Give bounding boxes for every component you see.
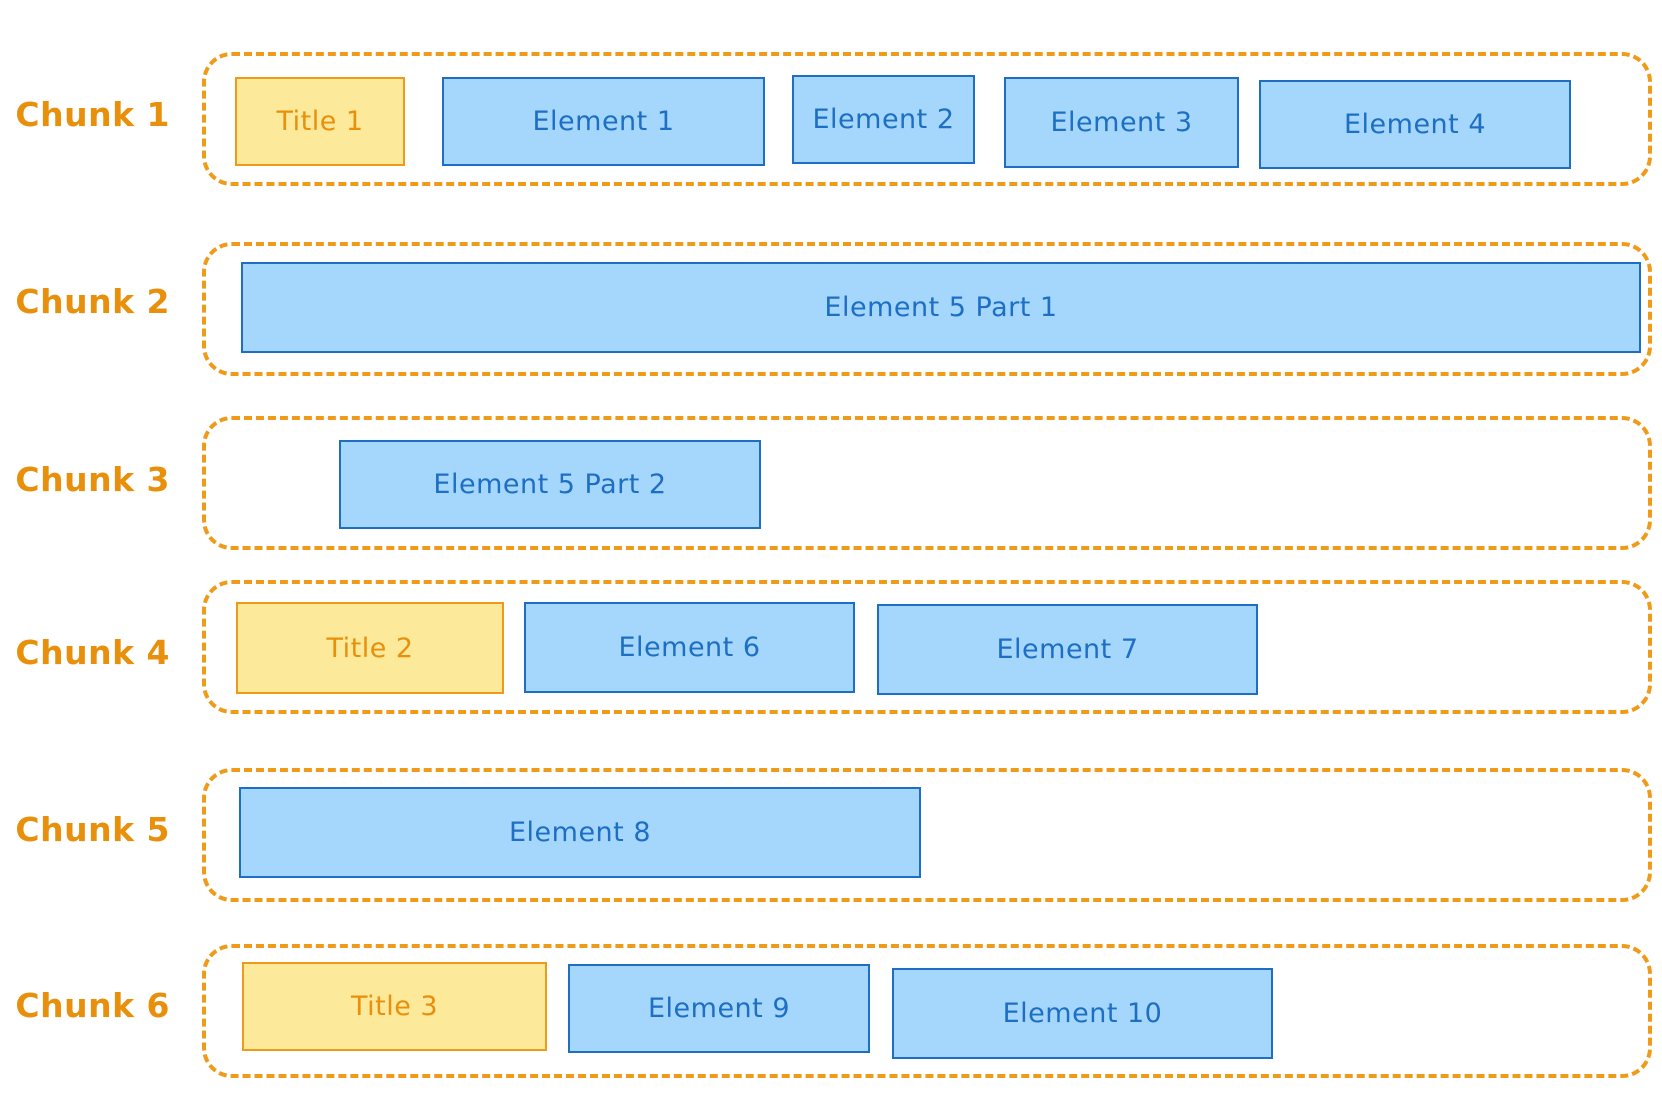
element-box: Element 5 Part 2	[339, 440, 761, 529]
element-box: Element 2	[792, 75, 975, 164]
chunk-frame	[202, 944, 1652, 1078]
element-box: Element 8	[239, 787, 921, 878]
title-box: Title 2	[236, 602, 504, 694]
element-box: Element 6	[524, 602, 855, 693]
chunk-label: Chunk 6	[15, 986, 170, 1025]
chunk-label: Chunk 2	[15, 282, 170, 321]
chunk-frame	[202, 768, 1652, 902]
chunk-label: Chunk 1	[15, 95, 170, 134]
chunk-frame	[202, 580, 1652, 714]
element-box: Element 10	[892, 968, 1273, 1059]
element-box: Element 3	[1004, 77, 1239, 168]
element-box: Element 5 Part 1	[241, 262, 1641, 353]
chunk-frame	[202, 52, 1652, 186]
element-box: Element 1	[442, 77, 765, 166]
chunk-frame	[202, 242, 1652, 376]
element-box: Element 9	[568, 964, 870, 1053]
element-box: Element 7	[877, 604, 1258, 695]
chunk-frame	[202, 416, 1652, 550]
chunk-label: Chunk 4	[15, 633, 170, 672]
chunk-label: Chunk 5	[15, 810, 170, 849]
element-box: Element 4	[1259, 80, 1571, 169]
title-box: Title 3	[242, 962, 547, 1051]
title-box: Title 1	[235, 77, 405, 166]
chunk-label: Chunk 3	[15, 460, 170, 499]
